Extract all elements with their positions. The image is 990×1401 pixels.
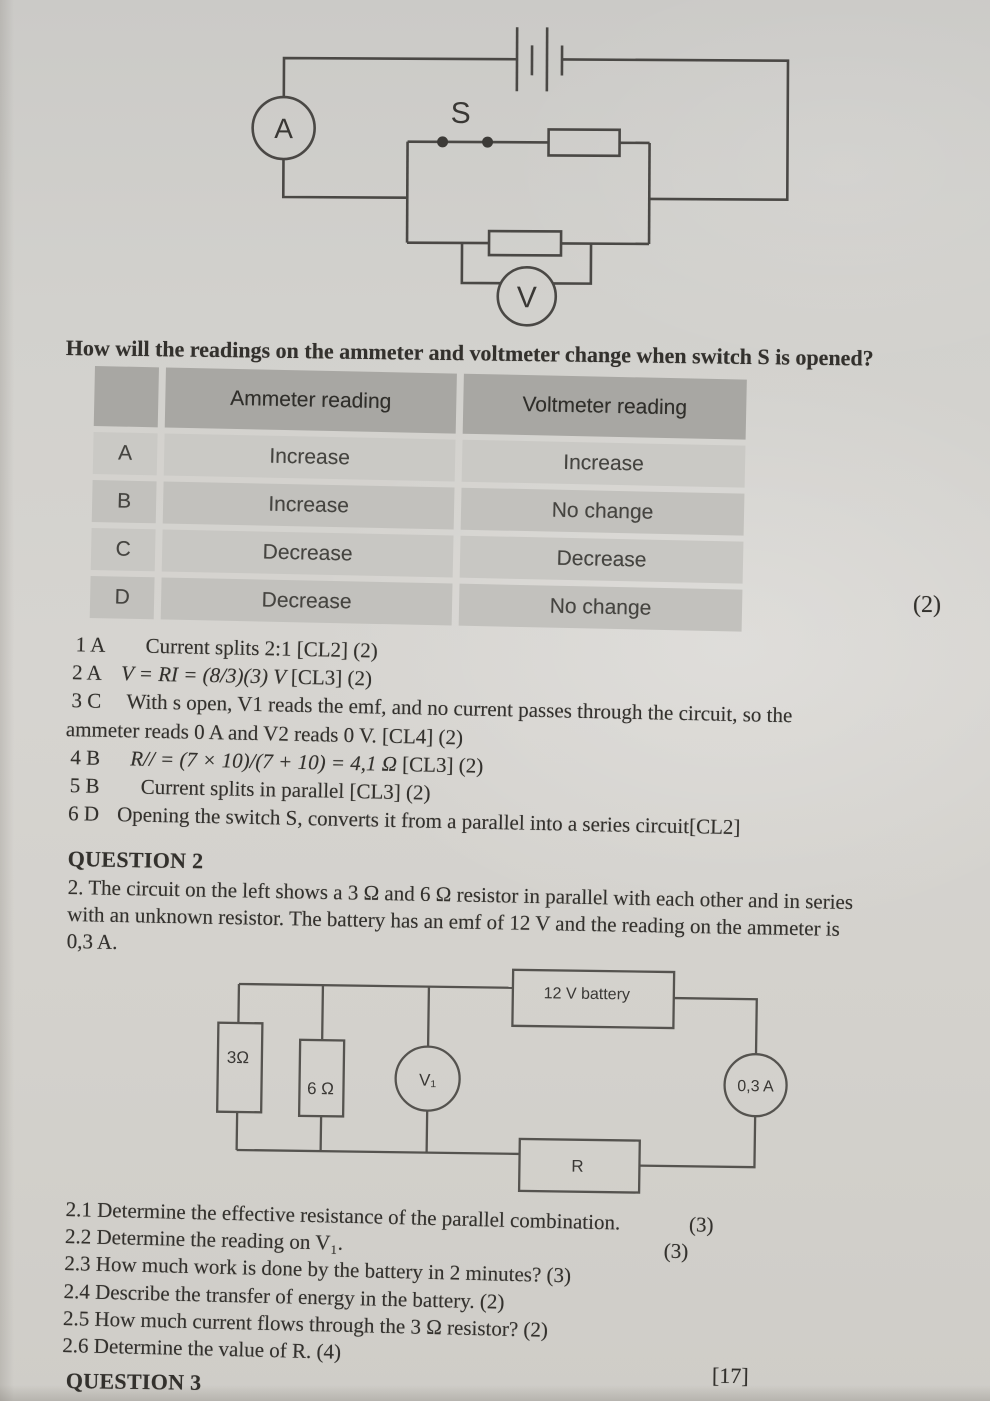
- voltmeter1-label: V₁: [419, 1071, 437, 1090]
- option-letter: B: [91, 479, 157, 524]
- option-letter: C: [90, 527, 156, 572]
- answer-math: V = RI = (8/3)(3) V: [120, 661, 292, 689]
- answer-options-table: Ammeter reading Voltmeter reading A Incr…: [89, 366, 747, 632]
- switch-label: S: [451, 97, 471, 130]
- parallel-box-right: [647, 142, 651, 244]
- answer-key-list: 1 A Current splits 2:1 [CL2] (2) 2 A V = R…: [62, 630, 956, 846]
- voltmeter-value: Decrease: [459, 535, 744, 584]
- switch-symbol: S: [437, 97, 494, 148]
- option-letter: D: [89, 575, 155, 620]
- battery-symbol: [515, 27, 564, 92]
- ammeter-label: A: [274, 113, 293, 144]
- table-header-ammeter: Ammeter reading: [164, 367, 457, 434]
- question3-heading: QUESTION 3: [65, 1368, 202, 1395]
- answer-number: 6 D: [67, 801, 100, 826]
- item-mark: (3): [688, 1212, 714, 1237]
- resistor-3ohm: 3Ω: [215, 983, 264, 1150]
- circuit2-right-wire: [673, 996, 758, 1055]
- circuit1-wire-bottom-left: [281, 159, 408, 199]
- resistor-6ohm: 6 Ω: [297, 985, 346, 1152]
- voltmeter-lead-left: [460, 242, 501, 285]
- voltmeter-label: V: [517, 281, 537, 314]
- voltmeter-value: No change: [460, 487, 745, 536]
- answer-text: Current splits in parallel [CL3] (2): [140, 774, 431, 805]
- resistor-top-symbol: [547, 128, 621, 158]
- battery-label: 12 V battery: [544, 985, 631, 1003]
- circuit1-wire-right: [561, 58, 790, 201]
- voltmeter-lead-right: [552, 243, 593, 285]
- circuit1-wire-left: [282, 56, 518, 98]
- answer-number: 2 A: [71, 660, 103, 685]
- parallel-box-left: [405, 141, 409, 243]
- item-text: 2.2 Determine the reading on V₁.: [64, 1224, 344, 1255]
- answer-text: Current splits 2:1 [CL2] (2): [145, 633, 379, 663]
- resistor-R-box: R: [517, 1137, 641, 1194]
- circuit2-bottom-wire: [236, 1148, 520, 1156]
- ammeter-symbol: A: [251, 95, 316, 161]
- answer-text: [CL3] (2): [290, 664, 373, 691]
- question2-item-list: (3) 2.1 Determine the effective resistan…: [62, 1196, 714, 1375]
- resistor-3ohm-label: 3Ω: [227, 1048, 249, 1067]
- table-header-blank: [93, 366, 159, 428]
- bottom-branch-wire: [407, 241, 650, 246]
- circuit2-diagram: 12 V battery 0,3 A R 3Ω 6 Ω V₁: [215, 968, 788, 1194]
- question2-heading: QUESTION 2: [67, 846, 204, 874]
- ammeter-value: Decrease: [160, 577, 453, 626]
- ammeter-value: Increase: [163, 433, 456, 482]
- question2-total-mark: [17]: [711, 1362, 749, 1389]
- option-letter: A: [92, 431, 158, 476]
- circuit2-top-wire: [238, 982, 513, 989]
- question1-mark: (2): [913, 592, 941, 618]
- answer-number: 4 B: [70, 744, 101, 770]
- battery-box: 12 V battery: [511, 968, 676, 1030]
- resistor-bottom-symbol: [487, 229, 563, 257]
- table-header-voltmeter: Voltmeter reading: [462, 373, 747, 440]
- ammeter-value: Decrease: [161, 529, 454, 578]
- voltmeter-value: Increase: [461, 439, 746, 488]
- answer-number: 5 B: [69, 773, 100, 798]
- voltmeter-value: No change: [458, 583, 743, 632]
- answer-math: R// = (7 × 10)/(7 + 10) = 4,1 Ω: [130, 746, 403, 776]
- resistor-6ohm-label: 6 Ω: [307, 1079, 334, 1098]
- circuit2-right-lower-wire: [639, 1116, 757, 1169]
- answer-text: [CL3] (2): [401, 751, 484, 778]
- answer-number: 3 C: [71, 688, 102, 714]
- answer-number: 1 A: [75, 632, 106, 657]
- ammeter-value: Increase: [162, 481, 455, 530]
- ammeter2-symbol: 0,3 A: [723, 1053, 788, 1118]
- item-text: 2.6 Determine the value of R. (4): [62, 1332, 342, 1364]
- resistor-R-label: R: [571, 1157, 584, 1176]
- circuit1-diagram: A S V: [251, 27, 790, 327]
- top-branch-wire: [407, 140, 650, 145]
- voltmeter1-symbol: V₁: [394, 986, 461, 1153]
- ammeter2-label: 0,3 A: [737, 1078, 774, 1096]
- voltmeter-symbol: V: [496, 265, 558, 327]
- item-mark: (3): [663, 1238, 689, 1264]
